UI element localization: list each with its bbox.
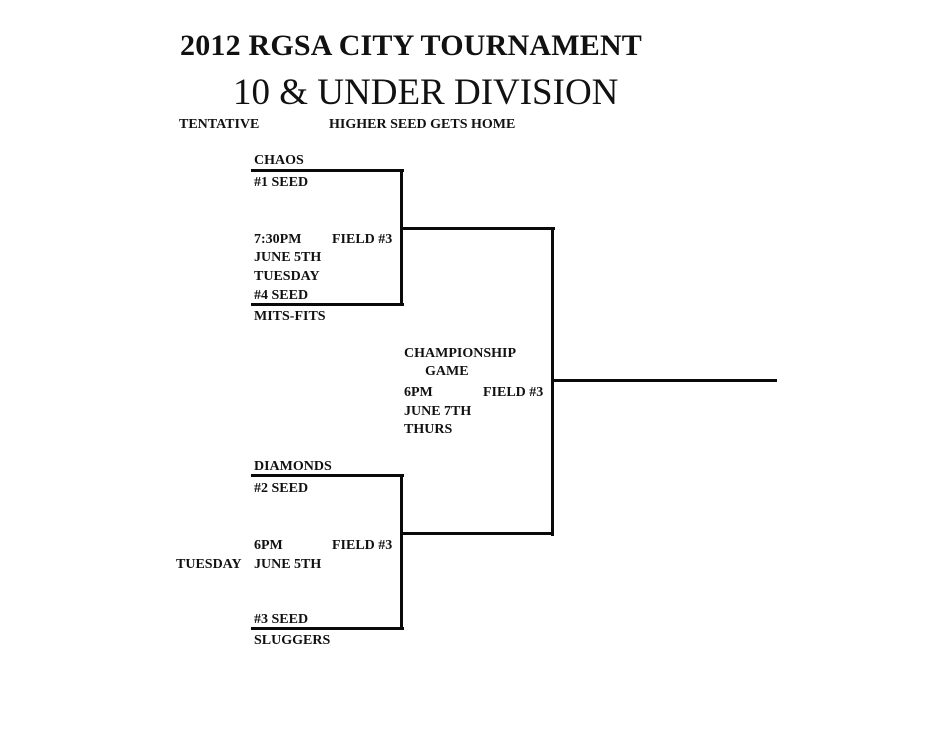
championship-title: CHAMPIONSHIP	[404, 346, 516, 361]
game-time: 7:30PM	[254, 232, 302, 247]
seed-label-bottom: #3 SEED	[254, 612, 309, 627]
game-day: TUESDAY	[254, 269, 320, 284]
document-title: 2012 RGSA CITY TOURNAMENT	[180, 29, 643, 62]
bracket-line	[400, 169, 403, 306]
game-date: JUNE 7TH	[404, 404, 472, 419]
game-day: TUESDAY	[176, 557, 242, 572]
seed-label-bottom: #4 SEED	[254, 288, 309, 303]
status-note: TENTATIVE	[179, 117, 260, 132]
game-field: FIELD #3	[483, 385, 544, 400]
game-date: JUNE 5TH	[254, 250, 322, 265]
team-name-top: CHAOS	[254, 153, 304, 168]
bracket-connector	[400, 227, 555, 230]
game-time: 6PM	[404, 385, 433, 400]
bracket-line	[251, 627, 404, 630]
game-field: FIELD #3	[332, 232, 393, 247]
bracket-line	[251, 474, 404, 477]
game-date: JUNE 5TH	[254, 557, 322, 572]
seed-label-top: #1 SEED	[254, 175, 309, 190]
division-subtitle: 10 & UNDER DIVISION	[233, 72, 619, 113]
championship-subtitle: GAME	[425, 364, 469, 379]
game-time: 6PM	[254, 538, 283, 553]
bracket-line	[400, 474, 403, 630]
team-name-top: DIAMONDS	[254, 459, 332, 474]
game-day: THURS	[404, 422, 453, 437]
bracket-connector	[400, 532, 554, 535]
team-name-bottom: MITS-FITS	[254, 309, 326, 324]
bracket-line	[251, 169, 404, 172]
game-field: FIELD #3	[332, 538, 393, 553]
bracket-line	[251, 303, 404, 306]
seed-label-top: #2 SEED	[254, 481, 309, 496]
champion-line	[551, 379, 777, 382]
team-name-bottom: SLUGGERS	[254, 633, 331, 648]
rule-note: HIGHER SEED GETS HOME	[329, 117, 516, 132]
